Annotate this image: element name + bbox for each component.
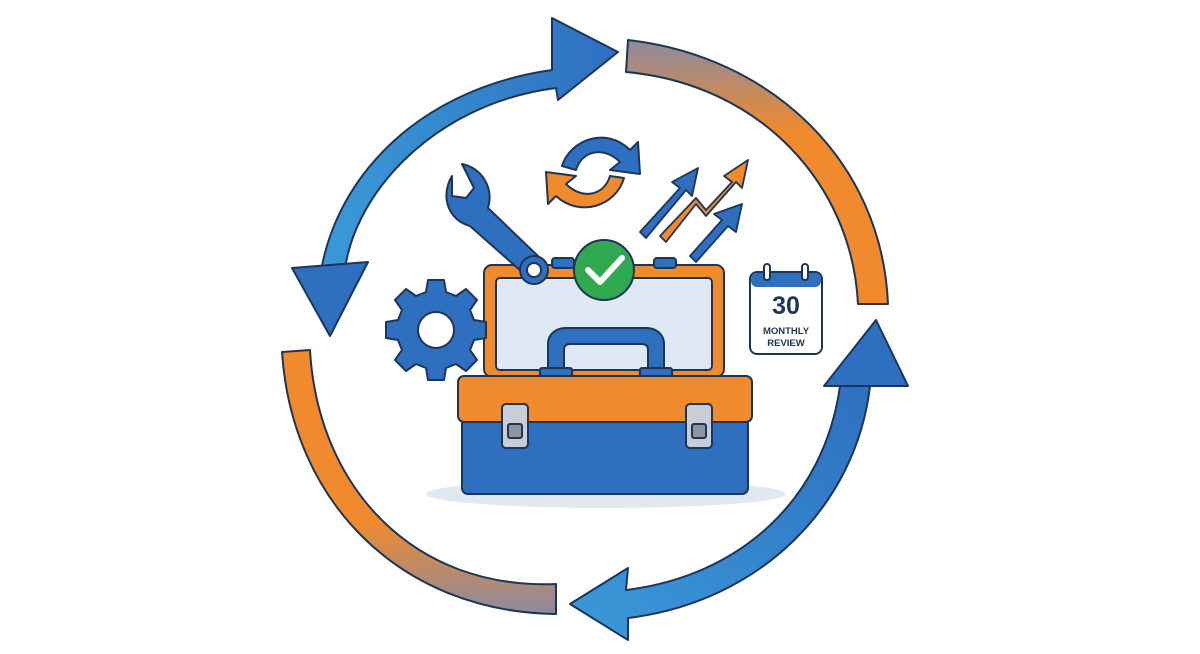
toolbox-latch-right [686, 404, 712, 448]
calendar-label-line2: REVIEW [767, 338, 805, 349]
checkmark-icon [574, 240, 634, 300]
calendar-label-line1: MONTHLY [763, 326, 810, 337]
gear-icon [386, 280, 486, 380]
growth-arrows-icon [640, 160, 748, 262]
calendar-day: 30 [772, 292, 800, 320]
toolbox-latch-left [502, 404, 528, 448]
calendar-icon: 30 MONTHLY REVIEW [750, 264, 822, 354]
cycle-arrow-left-head [292, 262, 368, 336]
cycle-arrow-right-head [824, 320, 908, 386]
refresh-icon [546, 138, 640, 208]
